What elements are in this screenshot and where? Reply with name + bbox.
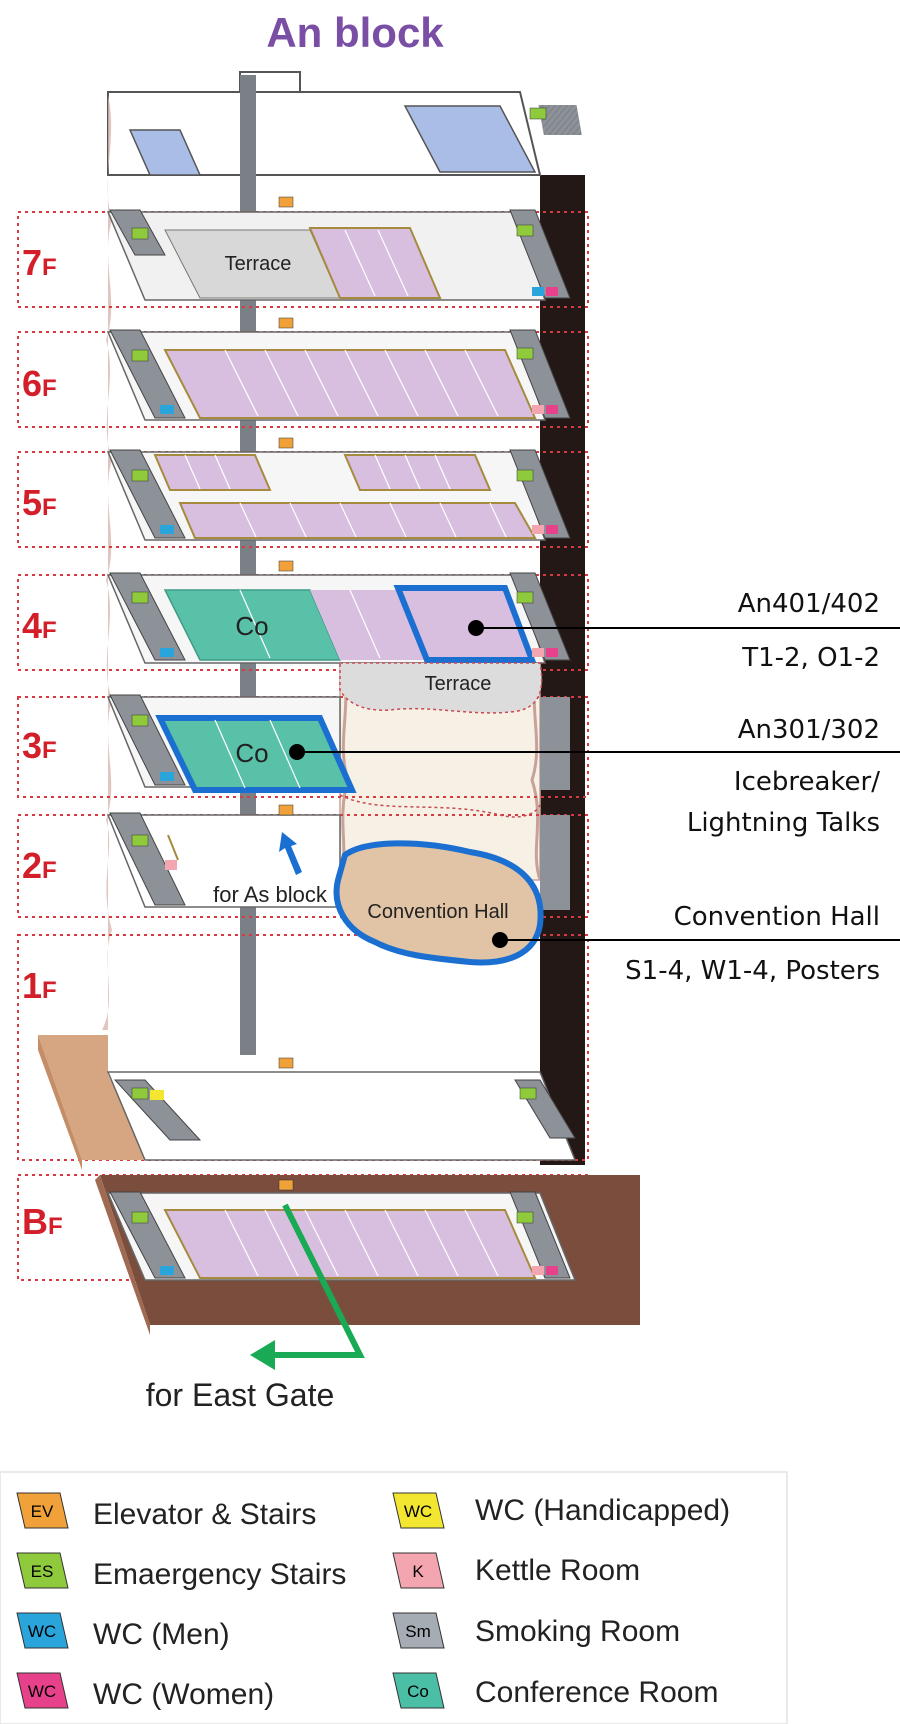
for-as-block-label: for As block — [213, 882, 328, 907]
legend-item-wc-men: WC WC (Men) — [16, 1612, 230, 1651]
floor-label-bf: BF — [22, 1201, 63, 1242]
conference-room-icon — [392, 1672, 445, 1709]
co-3f-label: Co — [235, 738, 268, 768]
co-4f-label: Co — [235, 611, 268, 641]
floor-labels: 7F 6F 5F 4F 3F 2F 1F BF — [22, 242, 63, 1242]
svg-text:Emaergency Stairs: Emaergency Stairs — [93, 1558, 346, 1591]
terrace-4f: Terrace — [339, 662, 543, 714]
svg-text:An301/302: An301/302 — [738, 715, 880, 745]
svg-text:ES: ES — [31, 1562, 54, 1581]
floor-label-5f: 5F — [22, 482, 57, 523]
elevator-icon — [16, 1492, 69, 1529]
legend-item-smoking-room: Sm Smoking Room — [392, 1612, 680, 1649]
wc-handicapped-icon — [392, 1492, 445, 1529]
svg-text:Smoking Room: Smoking Room — [475, 1615, 680, 1648]
elevator-shaft — [240, 75, 256, 1055]
svg-text:WC: WC — [404, 1502, 432, 1521]
svg-text:Convention Hall: Convention Hall — [674, 902, 880, 932]
kettle-room-icon — [392, 1552, 445, 1589]
floor-5f — [106, 437, 571, 541]
svg-text:Lightning Talks: Lightning Talks — [687, 808, 880, 838]
terrace-4f-label: Terrace — [425, 673, 492, 695]
floor-2f: for As block — [106, 804, 570, 910]
svg-text:WC (Men): WC (Men) — [93, 1618, 230, 1651]
svg-text:WC: WC — [28, 1622, 56, 1641]
legend-item-conference-room: Co Conference Room — [392, 1672, 718, 1709]
legend-item-wc-handicapped: WC WC (Handicapped) — [392, 1492, 730, 1529]
floor-label-2f: 2F — [22, 845, 57, 886]
svg-text:Conference Room: Conference Room — [475, 1676, 718, 1709]
svg-text:WC (Handicapped): WC (Handicapped) — [475, 1494, 730, 1527]
convention-hall: Convention Hall — [333, 840, 544, 966]
legend: EV Elevator & Stairs ES Emaergency Stair… — [0, 1471, 788, 1724]
legend-item-elevator: EV Elevator & Stairs — [16, 1492, 316, 1531]
building-left-wall — [102, 95, 112, 1030]
smoking-room-icon — [392, 1612, 445, 1649]
floor-label-4f: 4F — [22, 605, 57, 646]
svg-text:An401/402: An401/402 — [738, 589, 880, 619]
svg-text:WC (Women): WC (Women) — [93, 1678, 274, 1711]
svg-text:K: K — [412, 1562, 424, 1581]
floor-4f: Co — [106, 560, 571, 664]
svg-text:Co: Co — [407, 1682, 429, 1701]
terrace-7f-label: Terrace — [225, 253, 292, 275]
emergency-stairs-icon — [16, 1552, 69, 1589]
convention-hall-label: Convention Hall — [367, 901, 508, 923]
as-block-arrow — [279, 832, 302, 875]
floor-1f — [38, 1035, 577, 1170]
svg-text:S1-4, W1-4, Posters: S1-4, W1-4, Posters — [625, 956, 880, 986]
wc-men-icon — [16, 1612, 69, 1649]
callout-leaders — [289, 620, 900, 948]
roof — [107, 71, 582, 176]
an401-highlight — [393, 585, 537, 663]
legend-item-kettle-room: K Kettle Room — [392, 1552, 640, 1589]
east-gate-arrow — [250, 1203, 365, 1370]
svg-text:Elevator & Stairs: Elevator & Stairs — [93, 1498, 316, 1531]
svg-text:T1-2, O1-2: T1-2, O1-2 — [741, 643, 880, 673]
svg-text:Sm: Sm — [405, 1622, 431, 1641]
floor-bf — [95, 1175, 640, 1335]
svg-text:EV: EV — [31, 1502, 54, 1521]
floor-label-1f: 1F — [22, 965, 57, 1006]
floor-label-7f: 7F — [22, 242, 57, 283]
floor-6f — [106, 317, 571, 421]
legend-item-wc-women: WC WC (Women) — [16, 1672, 274, 1711]
wc-women-icon — [16, 1672, 69, 1709]
an301-highlight — [155, 715, 357, 793]
svg-text:WC: WC — [28, 1682, 56, 1701]
roof-es-icon — [529, 107, 547, 120]
callout-an401: An401/402 T1-2, O1-2 — [738, 589, 880, 673]
legend-item-emergency-stairs: ES Emaergency Stairs — [16, 1552, 346, 1591]
diagram-title: An block — [266, 9, 444, 56]
callout-convention-hall: Convention Hall S1-4, W1-4, Posters — [625, 902, 880, 986]
svg-text:Kettle Room: Kettle Room — [475, 1554, 640, 1587]
floor-7f: Terrace — [106, 196, 571, 301]
svg-text:Icebreaker/: Icebreaker/ — [734, 767, 880, 797]
floor-label-6f: 6F — [22, 363, 57, 404]
floor-label-3f: 3F — [22, 725, 57, 766]
for-east-gate-label: for East Gate — [146, 1377, 335, 1413]
floor-3f: Co — [106, 694, 570, 818]
callout-an301: An301/302 Icebreaker/ Lightning Talks — [687, 715, 880, 838]
